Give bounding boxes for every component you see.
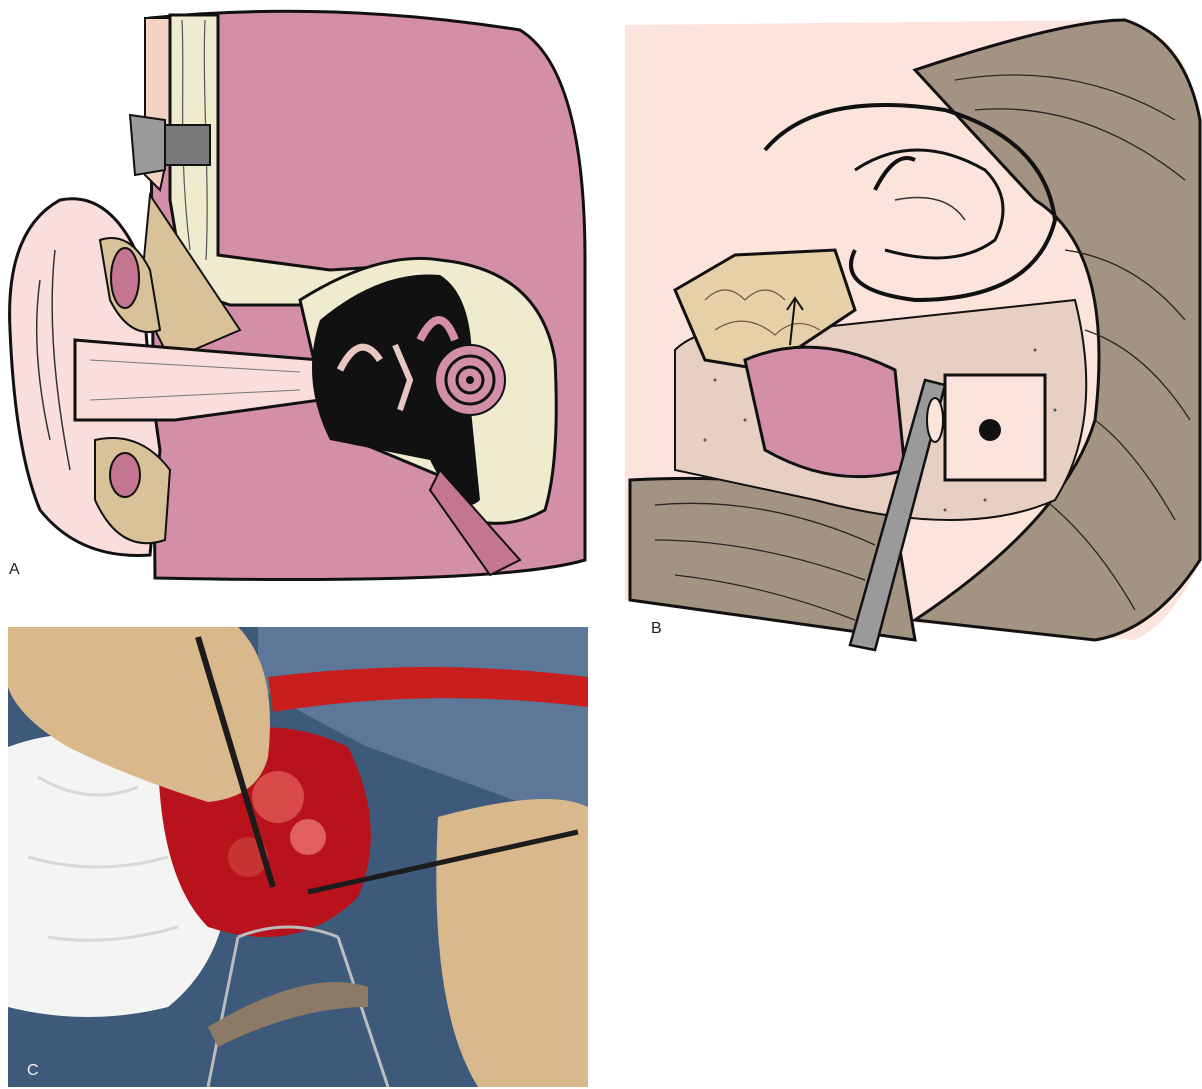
ear-cross-section-drawing <box>0 0 590 590</box>
intraoperative-photo <box>8 627 588 1087</box>
panel-c-photograph <box>8 627 588 1087</box>
panel-a-ear-illustration <box>0 0 590 590</box>
glove-right <box>436 799 588 1087</box>
window-dot <box>979 419 1001 441</box>
panel-label-b: B <box>651 620 662 638</box>
surgical-approach-drawing <box>615 0 1202 660</box>
panel-label-a: A <box>9 561 20 579</box>
speculum-clip <box>130 115 165 175</box>
panel-label-c: C <box>27 1062 39 1080</box>
panel-b-surgical-illustration <box>615 0 1202 660</box>
